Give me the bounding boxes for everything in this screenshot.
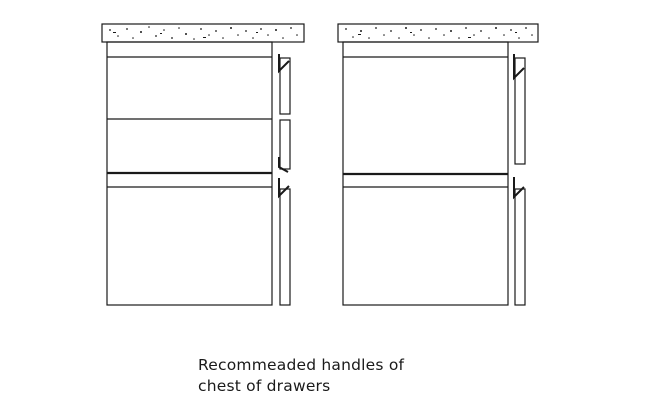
countertop-left bbox=[101, 23, 305, 43]
countertop-right bbox=[337, 23, 539, 43]
handle-hook-right-2 bbox=[513, 177, 525, 200]
granite-speckles-left bbox=[109, 26, 298, 40]
side-profile-2 bbox=[279, 119, 291, 170]
handle-hook-3 bbox=[278, 178, 290, 199]
side-profile-right-1 bbox=[514, 57, 526, 165]
handle-hook-2 bbox=[278, 157, 289, 173]
caption-line-2: chest of drawers bbox=[198, 377, 331, 395]
caption-line-1: Recommeaded handles of bbox=[198, 356, 405, 374]
handle-hook-1 bbox=[278, 54, 290, 74]
cabinet-three-drawers bbox=[101, 23, 305, 306]
handle-hook-right-1 bbox=[513, 54, 525, 81]
side-profile-right-2 bbox=[514, 188, 526, 306]
cabinet-two-drawers bbox=[337, 23, 539, 306]
side-profile-1 bbox=[279, 57, 291, 115]
granite-speckles-right bbox=[345, 27, 533, 39]
side-profile-3 bbox=[279, 188, 291, 306]
